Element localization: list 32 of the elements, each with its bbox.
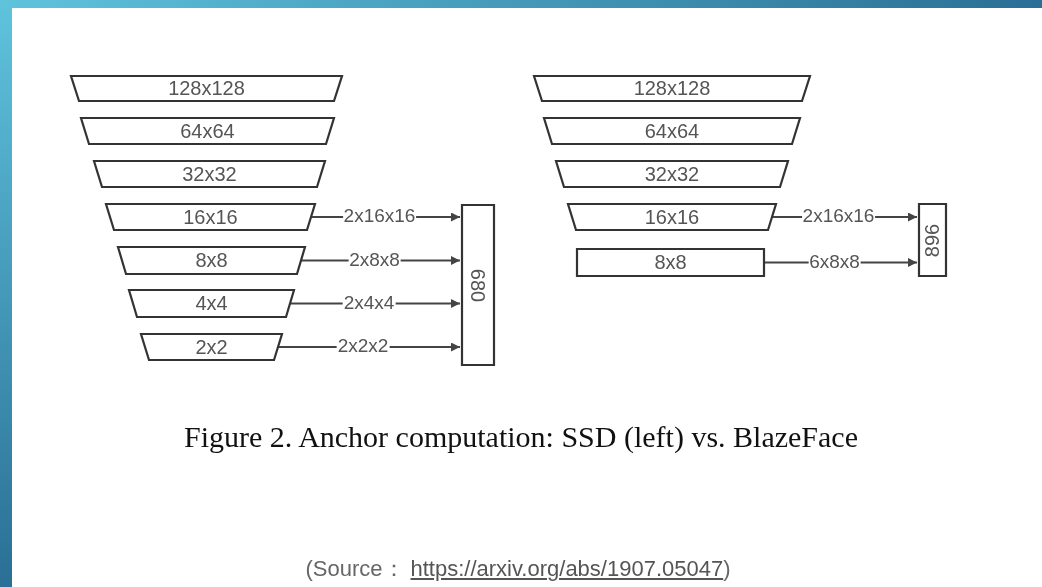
layer-trapezoid [140,333,283,361]
output-box [918,203,947,277]
layer-trapezoid [128,289,295,318]
layer-size-text: 8x8 [195,249,228,272]
layer-size-text: 128x128 [633,77,711,100]
anchor-count-text: 896 [921,223,944,257]
source-text: ) [723,556,731,581]
layer-size-text: 64x64 [644,119,700,143]
layer-size-text: 128x128 [168,77,245,100]
layer-size-text: 4x4 [195,292,228,315]
layer-trapezoid [80,117,335,145]
layer-size-text: 16x16 [183,205,238,229]
source-text: (Source： [305,556,405,581]
layer-size-text: 2x2 [195,335,228,359]
layer-box [576,248,765,277]
figure-caption: Figure 2. Anchor computation: SSD (left) vs. BlazeFace [182,420,859,454]
layer-size-text: 16x16 [644,205,700,229]
layer-trapezoid [543,117,801,145]
layer-trapezoid [567,203,777,231]
layer-trapezoid [555,160,789,188]
layer-trapezoid [117,246,306,275]
layer-size-text: 8x8 [654,251,687,274]
layer-trapezoid [93,160,326,188]
anchor-count-text: 680 [466,268,490,302]
source-link: https://arxiv.org/abs/1907.05047 [410,556,724,581]
output-box [461,204,495,366]
layer-size-text: 32x32 [644,162,700,186]
layer-size-text: 64x64 [180,119,235,143]
layer-trapezoid [105,203,316,231]
layer-trapezoid [533,75,811,102]
layer-size-text: 32x32 [182,162,237,186]
layer-trapezoid [70,75,343,102]
